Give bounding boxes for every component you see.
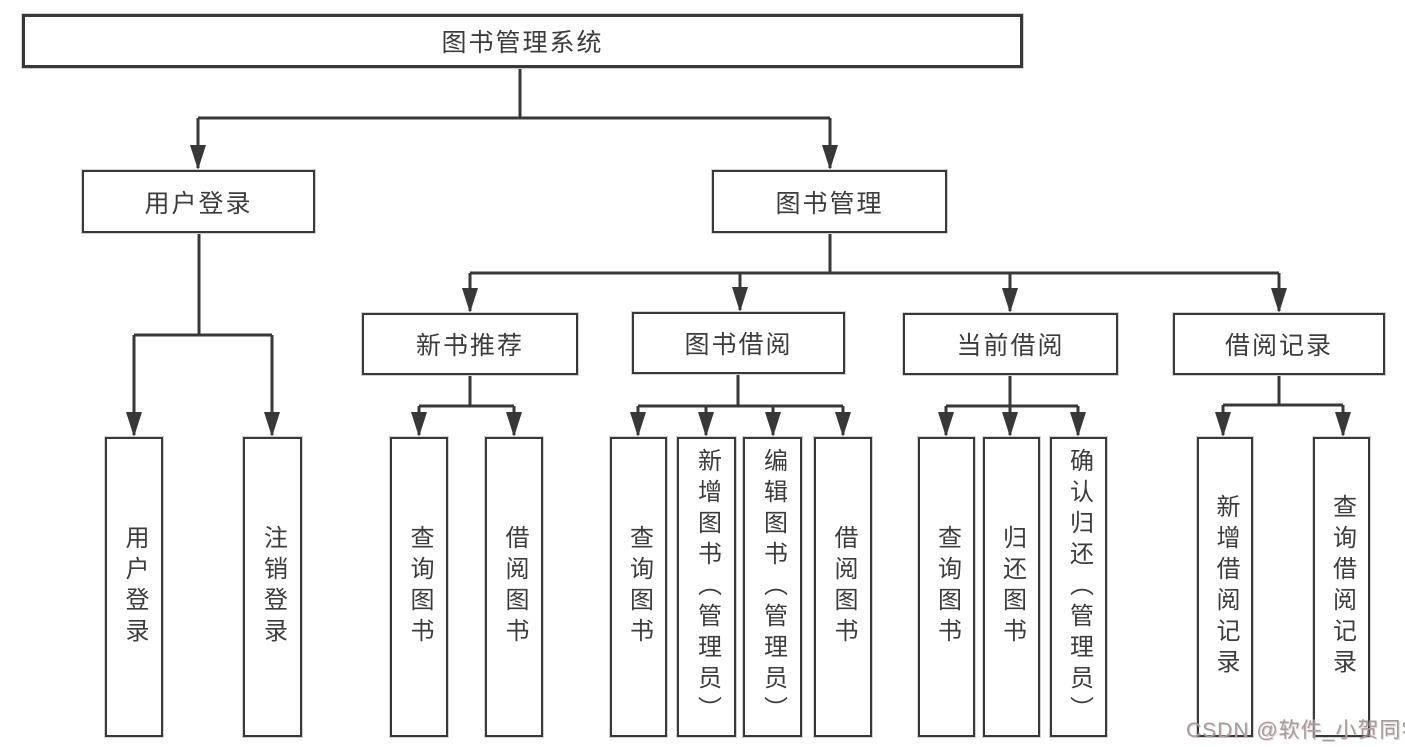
- leaf-recommend-borrow-book-label: 借阅图书: [501, 525, 528, 649]
- node-new-book-recommend-label: 新书推荐: [415, 332, 524, 360]
- leaf-return-book-label: 归还图书: [998, 525, 1026, 649]
- leaf-borrow-borrow-book: 借阅图书: [814, 437, 872, 737]
- connector-shafts: [132, 68, 1345, 435]
- leaf-recommend-borrow-book: 借阅图书: [485, 437, 543, 737]
- leaf-confirm-return-admin: 确认归还（管理员）: [1050, 437, 1107, 737]
- leaf-query-borrow-record-label: 查询借阅记录: [1328, 494, 1356, 680]
- leaf-add-borrow-record: 新增借阅记录: [1197, 437, 1253, 737]
- node-current-borrow: 当前借阅: [903, 313, 1118, 375]
- csdn-watermark: CSDN @软件_小贺同学: [1186, 719, 1405, 742]
- leaf-logout-label: 注销登录: [259, 525, 287, 649]
- leaf-user-login-label: 用户登录: [121, 525, 148, 649]
- node-current-borrow-label: 当前借阅: [956, 332, 1065, 360]
- leaf-recommend-query-book-label: 查询图书: [406, 525, 433, 649]
- leaf-confirm-return-admin-label: 确认归还（管理员）: [1065, 447, 1093, 727]
- leaf-current-query-book: 查询图书: [918, 437, 975, 737]
- leaf-user-login: 用户登录: [105, 437, 163, 737]
- node-book-borrow-label: 图书借阅: [684, 331, 793, 359]
- leaf-add-borrow-record-label: 新增借阅记录: [1212, 494, 1239, 680]
- leaf-add-book-admin-label: 新增图书（管理员）: [693, 447, 721, 727]
- node-borrow-records: 借阅记录: [1173, 313, 1385, 375]
- leaf-edit-book-admin-label: 编辑图书（管理员）: [759, 447, 787, 727]
- node-root: 图书管理系统: [22, 14, 1023, 68]
- node-root-label: 图书管理系统: [441, 29, 604, 57]
- node-book-management-label: 图书管理: [775, 189, 884, 218]
- leaf-borrow-query-book: 查询图书: [610, 437, 667, 737]
- leaf-add-book-admin: 新增图书（管理员）: [677, 437, 736, 737]
- leaf-borrow-borrow-book-label: 借阅图书: [830, 525, 857, 649]
- leaf-logout: 注销登录: [243, 437, 302, 737]
- node-book-borrow: 图书借阅: [632, 312, 845, 374]
- node-new-book-recommend: 新书推荐: [362, 313, 578, 375]
- leaf-borrow-query-book-label: 查询图书: [625, 525, 653, 649]
- node-user-login: 用户登录: [82, 170, 315, 233]
- node-user-login-label: 用户登录: [144, 189, 253, 218]
- leaf-return-book: 归还图书: [983, 437, 1040, 737]
- leaf-edit-book-admin: 编辑图书（管理员）: [743, 437, 802, 737]
- node-book-management: 图书管理: [712, 170, 947, 233]
- leaf-query-borrow-record: 查询借阅记录: [1313, 437, 1370, 737]
- leaf-recommend-query-book: 查询图书: [390, 437, 448, 737]
- node-borrow-records-label: 借阅记录: [1224, 332, 1333, 360]
- leaf-current-query-book-label: 查询图书: [933, 525, 961, 649]
